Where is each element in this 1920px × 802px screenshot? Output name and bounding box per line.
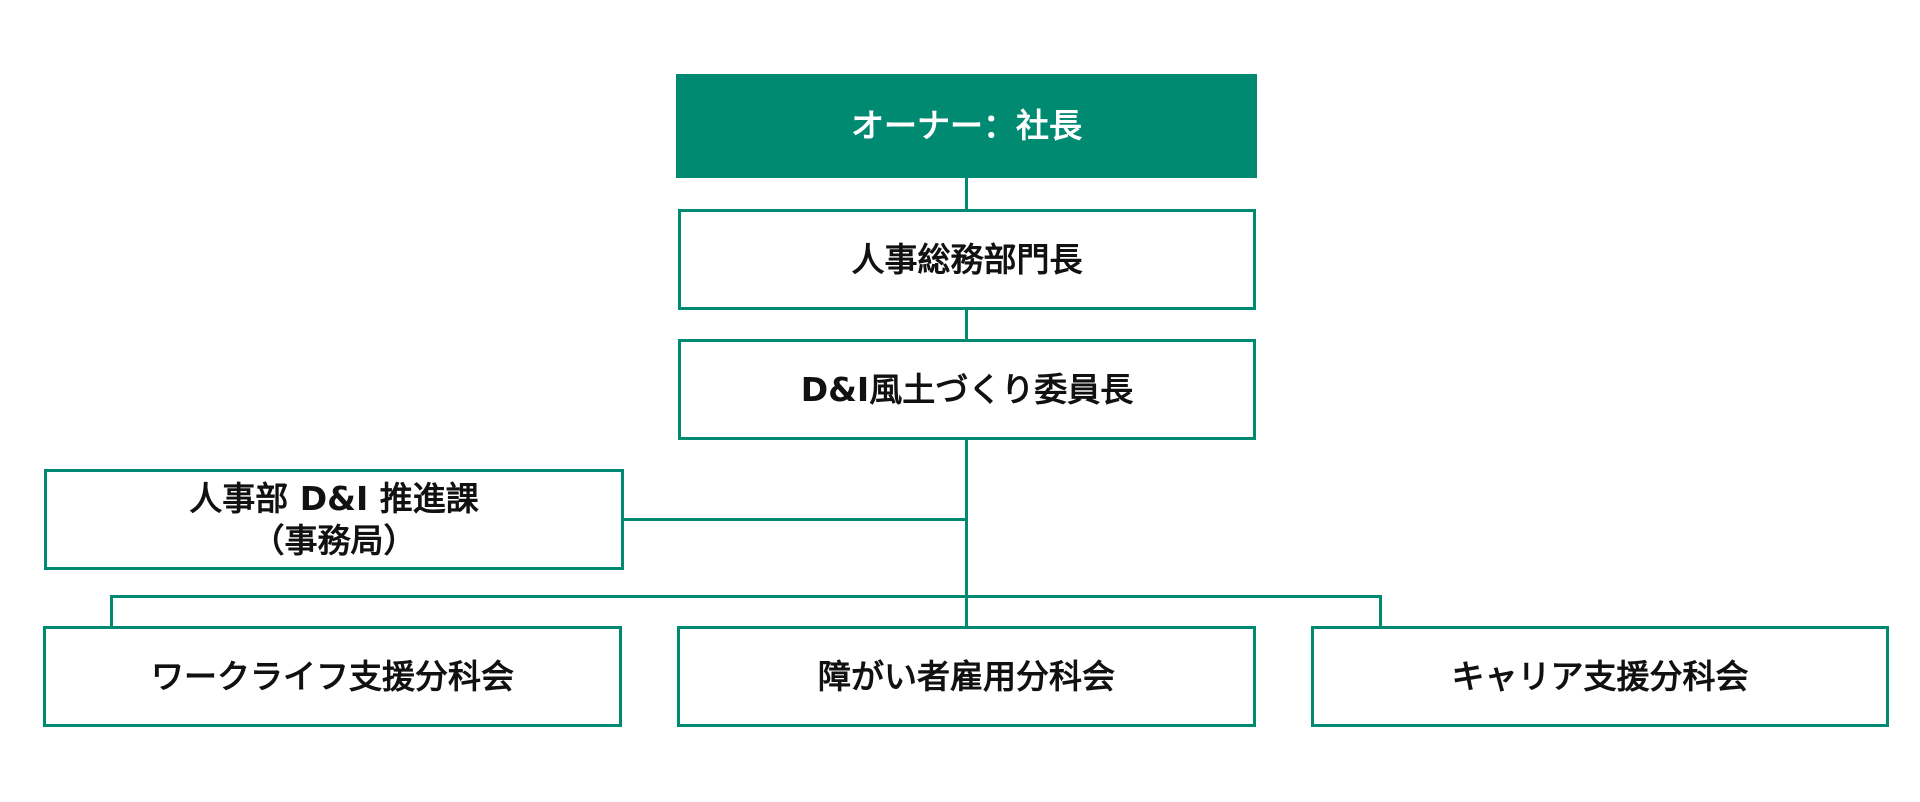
subcommittee-disability-employment-label: 障がい者雇用分科会: [818, 656, 1115, 696]
di-committee-chair-box: D&I風土づくり委員長: [678, 339, 1256, 440]
connector-secretariat-branch: [624, 518, 968, 521]
subcommittee-career-label: キャリア支援分科会: [1451, 656, 1749, 696]
connector-subcommittee-right-drop: [1379, 595, 1382, 626]
owner-label: オーナー：社長: [851, 106, 1082, 146]
subcommittee-work-life-label: ワークライフ支援分科会: [151, 656, 514, 696]
subcommittee-disability-employment-box: 障がい者雇用分科会: [677, 626, 1256, 727]
subcommittee-career-box: キャリア支援分科会: [1311, 626, 1889, 727]
secretariat-label-line2: （事務局）: [251, 520, 417, 560]
connector-chair-trunk: [965, 440, 968, 626]
di-committee-chair-label: D&I風土づくり委員長: [800, 369, 1134, 409]
subcommittee-work-life-box: ワークライフ支援分科会: [43, 626, 622, 727]
secretariat-label-line1: 人事部 D&I 推進課: [189, 479, 479, 519]
connector-subcommittee-left-drop: [110, 595, 113, 626]
connector-subcommittee-bar: [110, 595, 1382, 598]
connector-head-to-chair: [965, 310, 968, 340]
secretariat-box: 人事部 D&I 推進課 （事務局）: [44, 469, 624, 570]
connector-owner-to-head: [965, 176, 968, 210]
hr-general-affairs-head-box: 人事総務部門長: [678, 209, 1256, 310]
owner-box: オーナー：社長: [676, 74, 1257, 178]
hr-general-affairs-head-label: 人事総務部門長: [851, 239, 1083, 279]
